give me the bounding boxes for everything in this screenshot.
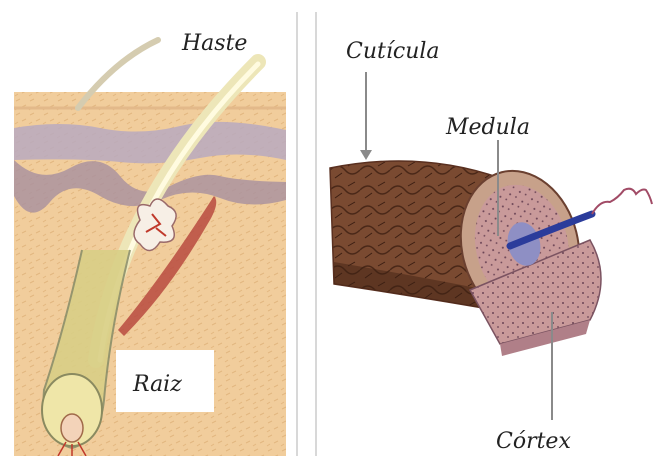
fiber-tail <box>592 189 652 214</box>
dermal-papilla <box>61 414 83 442</box>
root-label: Raiz <box>132 372 182 397</box>
cuticle-arrowhead <box>360 150 372 160</box>
medulla-label: Medula <box>445 115 530 140</box>
cortex-label: Córtex <box>496 429 571 454</box>
cuticle-label: Cutícula <box>346 39 440 64</box>
shaft-label: Haste <box>181 31 247 56</box>
hair-follicle-diagram: Haste Raiz <box>0 0 300 456</box>
hair-cross-section-diagram: Cutícula Medula Córtex <box>316 12 652 456</box>
